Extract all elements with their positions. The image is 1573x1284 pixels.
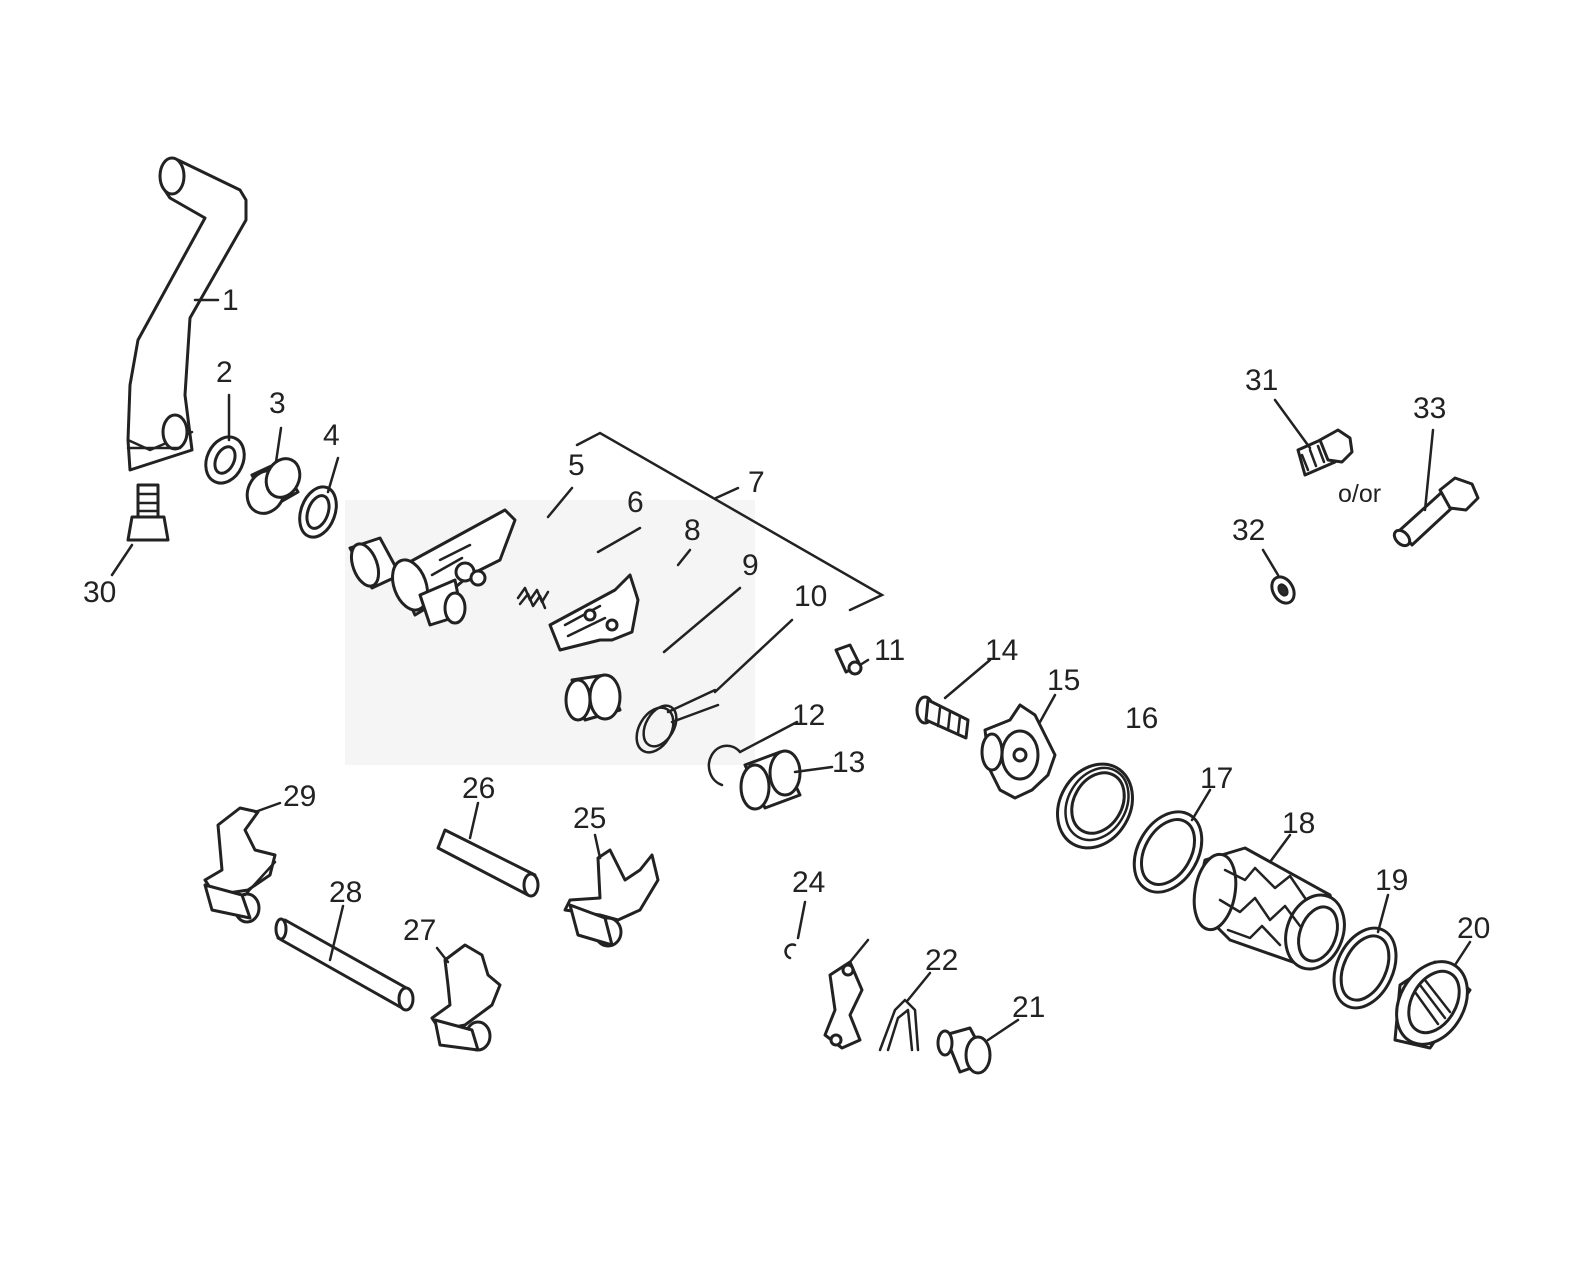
callout-1: 1 [222,284,239,317]
part-14-bolt [915,695,970,740]
part-27-shift-fork [430,943,502,1052]
callout-27: 27 [403,914,436,947]
part-33-bolt [1392,476,1480,548]
part-18-shift-drum [1192,846,1346,971]
part-26-rod [436,828,540,898]
callout-4: 4 [323,419,340,452]
callout-5: 5 [568,449,585,482]
part-31-bolt [1296,428,1354,477]
assembly-bracket-7 [575,431,885,612]
part-24-clip [784,943,797,960]
part-12-circlip [707,744,742,787]
callout-28: 28 [329,876,362,909]
part-8-pawl-plate [548,573,640,652]
callout-16: 16 [1125,702,1158,735]
callout-12: 12 [792,699,825,732]
part-11-bolt [834,643,863,676]
part-32-washer [1270,575,1296,605]
callout-17: 17 [1200,762,1233,795]
part-5-shift-shaft [348,508,517,627]
callout-22: 22 [925,944,958,977]
alternative-note: o/or [1338,480,1381,508]
part-9-guide-roller [564,673,622,722]
callout-24: 24 [792,866,825,899]
part-19-ring [1332,926,1398,1010]
part-29-shift-fork [203,806,277,924]
part-30-bolt [126,483,170,542]
callout-30: 30 [83,576,116,609]
callout-7: 7 [748,466,765,499]
part-1-lever [126,156,248,472]
callout-21: 21 [1012,991,1045,1024]
callout-33: 33 [1413,392,1446,425]
callout-10: 10 [794,580,827,613]
part-16-bearing [1056,762,1134,850]
part-13-bushing [739,749,802,811]
callout-20: 20 [1457,912,1490,945]
part-3-bushing [245,457,302,515]
callout-2: 2 [216,356,233,389]
callout-19: 19 [1375,864,1408,897]
callout-32: 32 [1232,514,1265,547]
part-2-washer [204,435,246,485]
part-22-spring [878,998,920,1052]
callout-labels: 1 2 3 4 5 6 7 8 9 10 11 12 13 14 15 16 1… [83,284,1490,1024]
callout-6: 6 [627,486,644,519]
callout-15: 15 [1047,664,1080,697]
callout-29: 29 [283,780,316,813]
part-25-shift-fork [563,848,660,948]
part-21-bolt [936,1026,992,1075]
callout-3: 3 [269,387,286,420]
part-28-rod [274,917,415,1012]
part-cam-lever [823,938,870,1050]
callout-8: 8 [684,514,701,547]
callout-25: 25 [573,802,606,835]
part-17-ring [1132,810,1204,894]
callout-9: 9 [742,549,759,582]
part-4-washer [298,485,338,539]
part-10-spring [635,688,720,754]
leader-lines [110,298,1472,1042]
callout-18: 18 [1282,807,1315,840]
callout-31: 31 [1245,364,1278,397]
callout-13: 13 [832,746,865,779]
part-6-spring [516,586,550,610]
part-20-needle-bearing [1393,960,1472,1050]
part-15-shift-star [980,703,1057,800]
callout-14: 14 [985,634,1018,667]
callout-11: 11 [874,634,905,667]
callout-26: 26 [462,772,495,805]
